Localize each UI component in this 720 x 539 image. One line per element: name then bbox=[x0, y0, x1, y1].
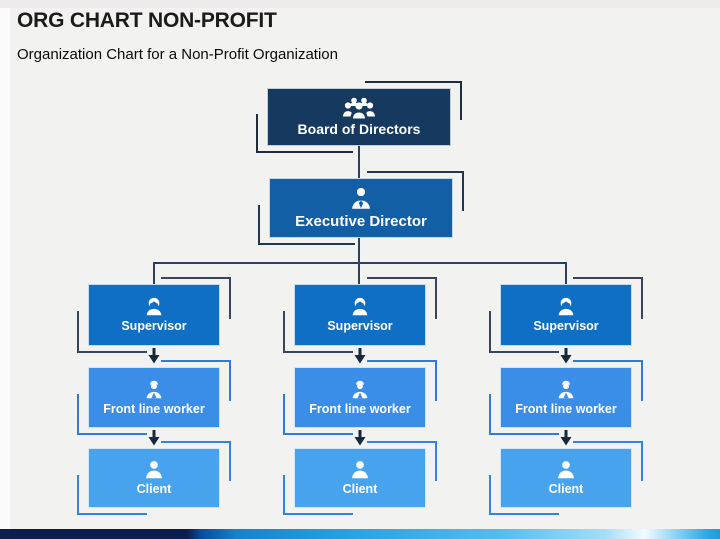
org-node-label: Client bbox=[342, 482, 378, 497]
down-arrow-icon bbox=[354, 430, 366, 446]
org-node-client-3: Client bbox=[489, 441, 643, 515]
female-person-icon bbox=[555, 296, 577, 318]
corner-bracket-top-right bbox=[365, 81, 462, 120]
corner-bracket-top-right bbox=[367, 441, 437, 482]
connector-board-to-executive bbox=[358, 146, 360, 178]
org-node-label: Supervisor bbox=[121, 319, 187, 334]
down-arrow-icon bbox=[560, 430, 572, 446]
corner-bracket-top-right bbox=[367, 277, 437, 319]
org-node-front-line-worker-2: Front line worker bbox=[283, 360, 437, 435]
committee-icon bbox=[342, 96, 376, 120]
org-node-front-line-worker-3: Front line worker bbox=[489, 360, 643, 435]
worker-person-icon bbox=[555, 379, 577, 401]
org-node-client-1: Client bbox=[77, 441, 231, 515]
org-node-board-of-directors: Board of Directors bbox=[256, 81, 462, 153]
person-icon bbox=[143, 459, 165, 481]
female-person-icon bbox=[349, 296, 371, 318]
org-node-label: Executive Director bbox=[295, 212, 427, 230]
org-node-label: Client bbox=[136, 482, 172, 497]
org-node-supervisor-3: Supervisor bbox=[489, 277, 643, 353]
org-node-label: Client bbox=[548, 482, 584, 497]
slide-subtitle: Organization Chart for a Non-Profit Orga… bbox=[17, 46, 338, 63]
down-arrow-icon bbox=[148, 430, 160, 446]
org-node-front-line-worker-1: Front line worker bbox=[77, 360, 231, 435]
connector-drop-middle bbox=[358, 263, 360, 284]
org-node-label: Front line worker bbox=[103, 401, 205, 416]
org-node-label: Front line worker bbox=[515, 401, 617, 416]
org-node-supervisor-2: Supervisor bbox=[283, 277, 437, 353]
org-node-label: Board of Directors bbox=[297, 121, 421, 138]
person-icon bbox=[555, 459, 577, 481]
org-node-label: Supervisor bbox=[533, 319, 599, 334]
worker-person-icon bbox=[143, 379, 165, 401]
left-strip bbox=[0, 8, 10, 529]
down-arrow-icon bbox=[148, 348, 160, 364]
corner-bracket-top-right bbox=[367, 360, 437, 401]
org-node-label: Supervisor bbox=[327, 319, 393, 334]
org-node-executive-director: Executive Director bbox=[258, 171, 464, 245]
connector-drop-right bbox=[565, 263, 567, 284]
corner-bracket-top-right bbox=[367, 171, 464, 212]
footer-gradient-bar bbox=[0, 529, 720, 539]
org-node-supervisor-1: Supervisor bbox=[77, 277, 231, 353]
connector-crossbar bbox=[153, 262, 567, 264]
businessman-icon bbox=[348, 186, 374, 212]
corner-bracket-top-right bbox=[573, 441, 643, 482]
person-icon bbox=[349, 459, 371, 481]
female-person-icon bbox=[143, 296, 165, 318]
org-node-client-2: Client bbox=[283, 441, 437, 515]
org-node-label: Front line worker bbox=[309, 401, 411, 416]
corner-bracket-top-right bbox=[573, 277, 643, 319]
corner-bracket-top-right bbox=[161, 441, 231, 482]
worker-person-icon bbox=[349, 379, 371, 401]
connector-drop-left bbox=[153, 263, 155, 284]
corner-bracket-top-right bbox=[161, 277, 231, 319]
corner-bracket-top-right bbox=[161, 360, 231, 401]
slide-title: ORG CHART NON-PROFIT bbox=[17, 9, 277, 32]
top-strip bbox=[0, 0, 720, 8]
connector-executive-stem bbox=[358, 238, 360, 263]
down-arrow-icon bbox=[560, 348, 572, 364]
corner-bracket-top-right bbox=[573, 360, 643, 401]
down-arrow-icon bbox=[354, 348, 366, 364]
